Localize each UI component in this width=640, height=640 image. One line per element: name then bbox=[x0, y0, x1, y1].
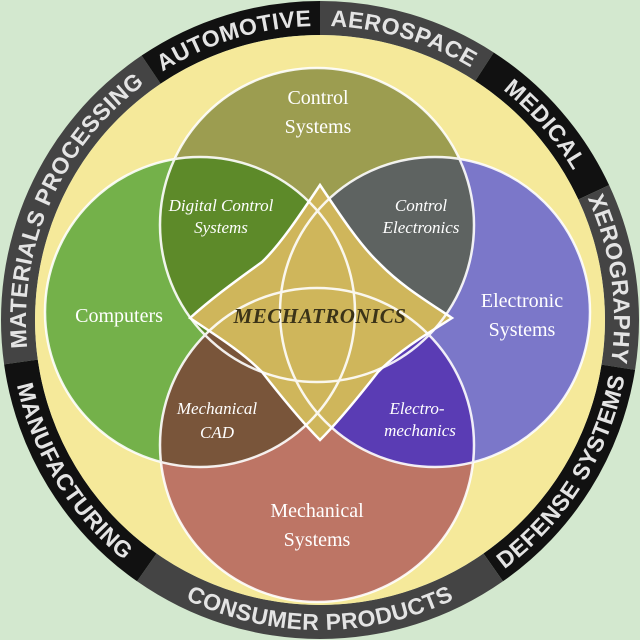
label-electronic-systems-2: Systems bbox=[489, 319, 556, 341]
label-computers: Computers bbox=[75, 305, 163, 327]
label-electronic-systems-1: Electronic bbox=[481, 290, 563, 312]
label-electromechanics-1: Electro- bbox=[388, 399, 444, 418]
ring-segment bbox=[137, 553, 503, 639]
outline-bottom bbox=[158, 286, 476, 604]
ring-segment bbox=[483, 364, 636, 582]
label-digital-control-1: Digital Control bbox=[168, 196, 274, 215]
label-control-systems-1: Control bbox=[287, 87, 349, 109]
ring-segment bbox=[141, 1, 320, 84]
ring-segment bbox=[0, 55, 161, 365]
outline-left bbox=[43, 155, 357, 469]
center-mechatronics-shape bbox=[187, 182, 455, 442]
label-control-electronics-2: Electronics bbox=[382, 218, 460, 237]
label-mechatronics: MECHATRONICS bbox=[233, 304, 407, 328]
ring-segment bbox=[320, 1, 494, 81]
label-electromechanics-2: mechanics bbox=[384, 421, 456, 440]
ring-segment bbox=[578, 185, 639, 370]
label-digital-control-2: Systems bbox=[194, 218, 248, 237]
label-control-electronics-1: Control bbox=[395, 196, 448, 215]
label-mechanical-cad-2: CAD bbox=[200, 423, 235, 442]
label-mechanical-systems-1: Mechanical bbox=[270, 500, 364, 522]
ring-segment bbox=[475, 52, 610, 200]
ring-segment bbox=[4, 359, 157, 582]
outline-top bbox=[158, 66, 476, 384]
label-control-systems-2: Systems bbox=[285, 116, 352, 138]
label-mechanical-systems-2: Systems bbox=[284, 529, 351, 551]
label-mechanical-cad-1: Mechanical bbox=[176, 399, 258, 418]
outline-right bbox=[278, 155, 592, 469]
